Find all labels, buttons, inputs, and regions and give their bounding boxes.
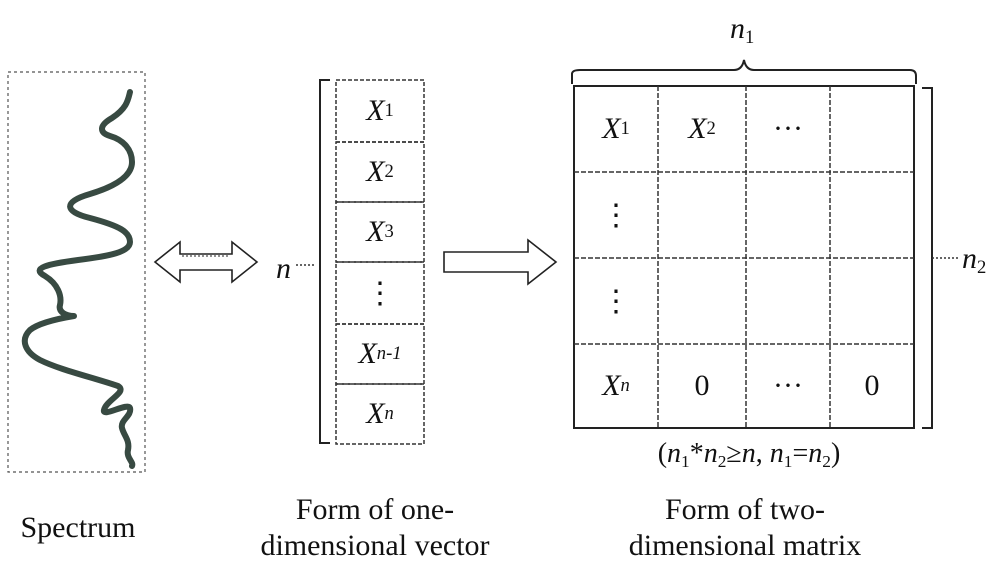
spectrum-curve bbox=[21, 89, 136, 469]
double-arrow bbox=[153, 240, 259, 284]
right-arrow bbox=[443, 238, 558, 286]
vector-cells bbox=[335, 79, 425, 445]
right-bracket bbox=[922, 87, 933, 429]
n2-label: n2 bbox=[962, 242, 987, 279]
matrix-cell-r4c4: 0 bbox=[864, 369, 880, 402]
matrix-condition: (n1*n2≥n, n1=n2) bbox=[657, 438, 841, 471]
top-brace bbox=[571, 59, 917, 84]
matrix-cell-r4c2: 0 bbox=[694, 369, 710, 402]
matrix-cell-r4c3: ··· bbox=[773, 369, 803, 402]
vector-caption: Form of one- dimensional vector bbox=[260, 493, 490, 562]
matrix-grid bbox=[573, 85, 915, 429]
spectrum-frame bbox=[7, 71, 146, 473]
matrix-cell-r2c1: ⋮ bbox=[601, 198, 631, 232]
vector-n-label: n bbox=[276, 252, 291, 285]
spectrum-caption: Spectrum bbox=[20, 511, 136, 544]
matrix-cell-r3c1: ⋮ bbox=[601, 284, 631, 318]
vector-cell-dots: ⋮ bbox=[365, 276, 395, 310]
matrix-cell-r1c3: ··· bbox=[773, 112, 803, 145]
matrix-caption: Form of two- dimensional matrix bbox=[628, 493, 862, 562]
n1-label: n1 bbox=[730, 12, 755, 49]
